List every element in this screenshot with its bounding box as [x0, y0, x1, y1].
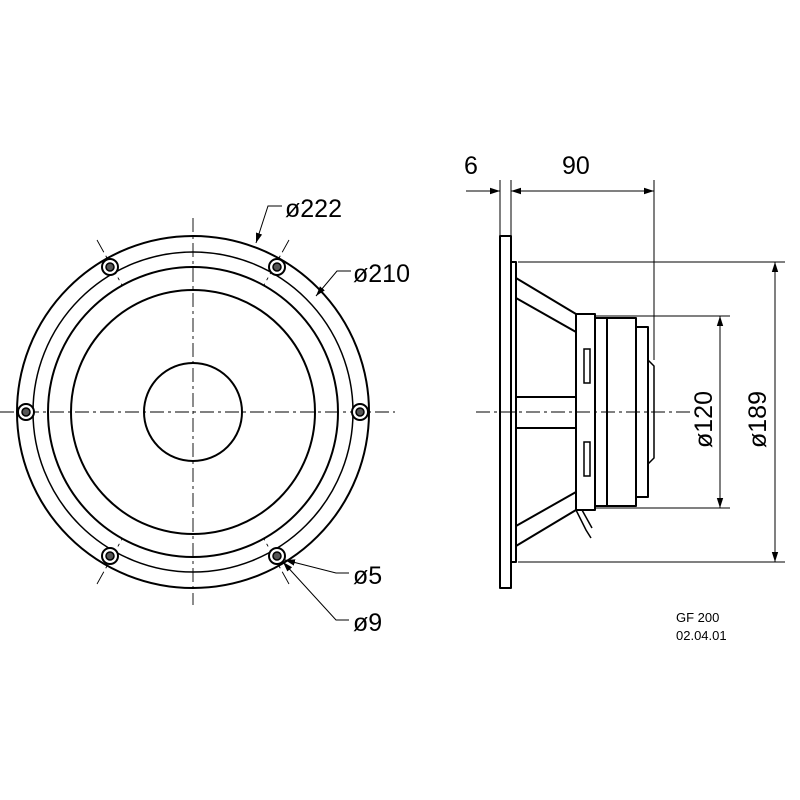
magnet-diameter-label: ø120 — [690, 391, 718, 448]
model-label: GF 200 — [676, 610, 719, 625]
cutout-diameter-dimension: ø189 — [744, 262, 779, 562]
drawing-note: GF 200 02.04.01 — [676, 610, 727, 643]
basket-window-top — [583, 348, 591, 384]
mounting-hole — [101, 547, 119, 565]
surround-outer-circle — [47, 266, 339, 558]
magnet-diameter-dimension: ø120 — [690, 316, 724, 508]
bolt-circle-leader: ø210 — [315, 260, 410, 297]
cutout-diameter-label: ø189 — [744, 391, 772, 448]
mounting-hole — [351, 403, 369, 421]
terminal-tab — [575, 509, 592, 539]
date-label: 02.04.01 — [676, 628, 727, 643]
outer-diameter-label: ø222 — [285, 195, 342, 223]
mounting-hole — [268, 258, 286, 276]
cone-outer-circle — [70, 289, 316, 535]
flange-thickness-dimension: 6 — [464, 152, 500, 195]
pole-cap — [647, 359, 655, 465]
hole-outer-label: ø9 — [353, 609, 382, 637]
outer-diameter-leader: ø222 — [255, 195, 342, 244]
basket-strut-top-inner — [515, 297, 577, 333]
mounting-hole — [17, 403, 35, 421]
mounting-depth-label: 90 — [562, 152, 590, 180]
hole-inner-label: ø5 — [353, 562, 382, 590]
side-view: 6 90 ø120 ø189 — [464, 152, 785, 589]
hole-inner-leader: ø5 — [284, 559, 382, 590]
flange-thickness-label: 6 — [464, 152, 478, 180]
dust-cap-circle — [143, 362, 243, 462]
back-plate — [635, 326, 649, 498]
basket-strut-bottom-inner — [515, 491, 577, 527]
mounting-hole — [101, 258, 119, 276]
front-view: ø222 ø210 ø5 ø9 — [0, 195, 410, 637]
hole-outer-leader: ø9 — [282, 561, 382, 637]
mounting-depth-dimension: 90 — [511, 152, 654, 195]
mounting-hole — [268, 547, 286, 565]
flange — [499, 235, 512, 589]
basket-spoke-middle — [515, 396, 577, 429]
terminal-tab-2 — [581, 509, 593, 529]
bolt-circle-label: ø210 — [353, 260, 410, 288]
basket-window-bottom — [583, 441, 591, 477]
